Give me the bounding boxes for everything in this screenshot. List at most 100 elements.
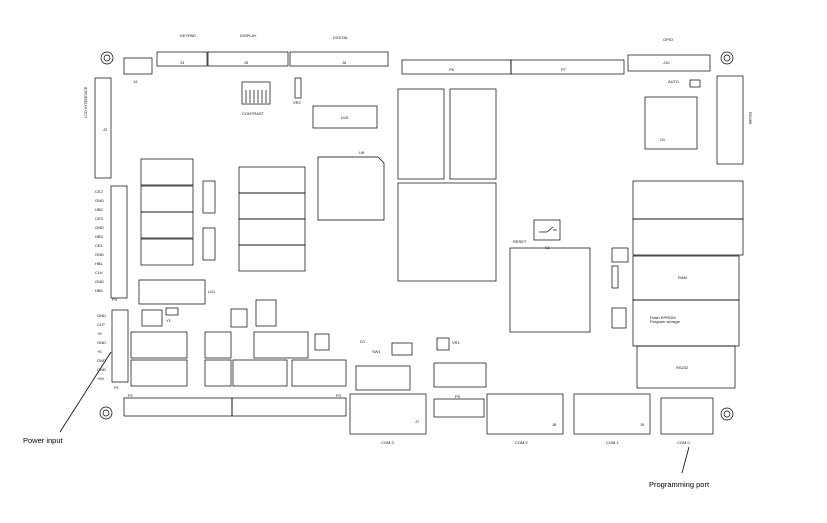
pin-label: GND [97,313,106,318]
chip-u6 [397,88,445,180]
strip-d2 [202,180,216,214]
pin-label: HB3 [95,234,103,239]
pin-label: +5 [97,331,102,336]
ref-j10: J10 [663,60,670,65]
digital-label: DIGITAL [333,35,349,40]
ref-j3: J3 [180,60,185,65]
ref-vr1: VR1 [452,340,460,345]
ref-j8: J8 [552,422,557,427]
chip-u1 [644,96,698,150]
ram-label: RAM [678,275,687,280]
connector-j4 [123,57,153,75]
chip-u14 [140,211,194,239]
chip-u3 [509,247,591,333]
ref-p3: P3 [336,393,341,398]
jumper-j8 [611,307,627,329]
chip-u21 [130,331,188,359]
connector-p5 [433,398,485,418]
flash-chip [632,299,740,347]
connector-gpio [627,54,711,72]
lcd-interface-connector [94,77,112,179]
connector-p3 [231,397,347,417]
com2-label: COM 2 [515,440,528,445]
chip-u5 [449,88,497,180]
chip-u28 [314,333,330,351]
chip-u8 [355,365,411,391]
ref-p2: P2 [128,393,133,398]
chip-u10 [436,337,450,351]
chip-u18 [238,192,306,220]
pin-label: CLP [97,322,105,327]
pin-label: HB0 [95,288,103,293]
mounting-hole-bottom-left [99,406,113,420]
ref-p1: P1 [114,385,119,390]
rs232-chip [636,345,736,389]
com0-connector [660,397,714,435]
com3-label: COM 3 [381,440,394,445]
pin-label: CE1 [95,243,103,248]
pin-label: GND [95,225,104,230]
ref-u1: U1 [660,137,666,142]
pin-label: +5V [97,376,105,381]
sw1-switch [391,342,413,356]
ref-u11: U11 [208,289,216,294]
com3-connector [349,393,427,435]
connector-digital [289,51,389,67]
auto-switch [689,79,701,88]
ref-j7: J7 [415,419,420,424]
chip-u4 [397,182,497,282]
gpio-label: GPIO [663,37,674,42]
display-label: DISPLAY [240,33,257,38]
vr2-block [294,77,302,99]
pin-label: GND [95,252,104,257]
contrast-label: CONTRAST [242,111,264,116]
programming-port-pointer [681,446,690,474]
ref-j9: J9 [640,422,645,427]
pin-label: GND [97,358,106,363]
part-q2 [230,308,248,328]
connector-p2 [123,397,233,417]
part-y1 [141,309,163,327]
left-header-upper [110,185,128,299]
lcd-interface-label: LCD INTERFACE [83,86,88,118]
ref-u9: U9 [359,150,365,155]
chip-u22 [130,359,188,387]
ref-p6: P6 [449,67,454,72]
chip-u11 [138,279,206,305]
chip-u2a [632,180,744,220]
ref-y1: Y1 [166,318,171,323]
rs485-connector [716,75,744,165]
contrast-pot [241,81,271,105]
power-input-caption: Power input [23,436,63,445]
chip-u19 [238,218,306,246]
chip-u13 [140,185,194,213]
rs485-label: RS485 [748,112,753,125]
chip-u23 [204,331,232,359]
chip-u24 [204,359,232,387]
switch-s1 [533,219,561,241]
mounting-hole-top-right [720,51,734,65]
ref-s1: S1 [545,245,550,250]
com2-connector [486,393,564,435]
com1-label: COM 1 [606,440,619,445]
chip-u26 [232,359,288,387]
ref-vr2: VR2 [293,100,301,105]
ref-j5: J5 [244,60,249,65]
connector-keypad [156,51,208,67]
ref-sw1: SW1 [372,349,381,354]
connector-display [207,51,289,67]
part-q3 [255,299,277,327]
ref-p5: P5 [455,394,460,399]
chip-u20 [238,244,306,272]
flash-label: Flash EPROM Program storage [650,315,680,324]
jumper-j7 [611,265,619,289]
ref-j4: J4 [133,79,138,84]
pin-label: CE3 [95,216,103,221]
pin-label: HB1 [95,261,103,266]
pin-label: CLK [95,270,103,275]
connector-p6 [401,59,512,75]
ref-d1: D1 [360,339,366,344]
pin-label: CE2 [95,189,103,194]
rs232-label: RS232 [676,365,689,370]
